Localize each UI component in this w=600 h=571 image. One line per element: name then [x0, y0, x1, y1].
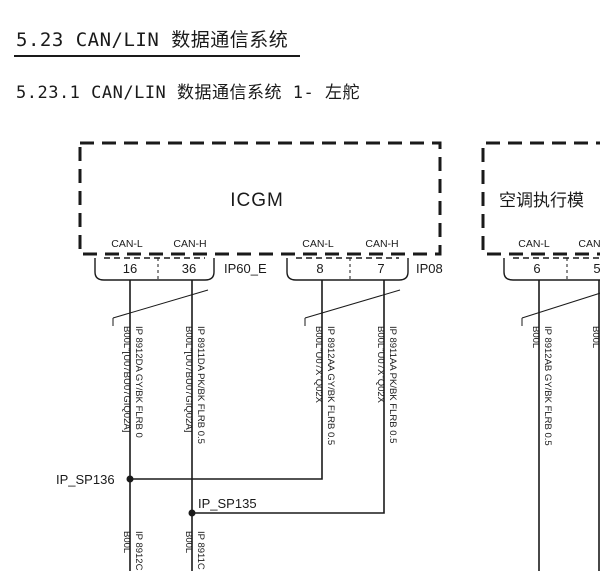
section-subheading: 5.23.1 CAN/LIN 数据通信系统 1- 左舵 — [16, 83, 360, 103]
wire-can-h-7 — [192, 280, 385, 514]
ac-pin-label: CAN-H — [578, 238, 600, 250]
wire-36-circuit: IP 8911DA PK/BK FLRB 0.5 — [195, 326, 206, 444]
connector-ip08-outline — [286, 258, 409, 281]
splice-ip-sp136-label: IP_SP136 — [56, 472, 115, 487]
twist-marker — [304, 289, 401, 319]
icgm-pin-label: CAN-L — [111, 238, 143, 250]
wire-6-circuit: IP 8912AB GY/BK FLRB 0.5 — [542, 326, 553, 446]
heading-underline — [14, 55, 300, 57]
twist-marker — [521, 292, 600, 319]
wire-7-note: B00L"U07X"Q02X — [375, 326, 386, 404]
wire-16-note: B00L"[U07BU07GIQ02A] — [121, 326, 132, 432]
connector-ip60-e-outline — [94, 258, 215, 281]
icgm-pin-label: CAN-L — [302, 238, 334, 250]
pin-number-7: 7 — [377, 261, 384, 276]
wire-bottom-1-circuit: IP 8912C — [133, 531, 144, 571]
icgm-module-outline — [78, 141, 442, 256]
ac-actuator-module-outline — [481, 141, 600, 256]
connector-ip08-name: IP08 — [416, 261, 443, 276]
wire-5-note: B00L — [590, 326, 600, 348]
wire-bottom-1-note: B00L — [121, 531, 132, 553]
ac-actuator-module-title: 空调执行模 — [499, 191, 584, 211]
icgm-pin-label: CAN-H — [173, 238, 206, 250]
pin-number-5: 5 — [593, 261, 600, 276]
wire-6-note: B00L — [530, 326, 541, 348]
wire-7-circuit: IP 8911AA PK/BK FLRB 0.5 — [387, 326, 398, 443]
wire-8-circuit: IP 8912AA GY/BK FLRB 0.5 — [325, 326, 336, 445]
pin-number-16: 16 — [123, 261, 137, 276]
pin-number-36: 36 — [182, 261, 196, 276]
ac-pin-label: CAN-L — [518, 238, 550, 250]
icgm-module-title: ICGM — [230, 190, 284, 211]
wire-16-circuit: IP 8912DA GY/BK FLRB 0 — [133, 326, 144, 438]
connector-ip60-e-name: IP60_E — [224, 261, 267, 276]
twist-marker — [112, 289, 209, 319]
splice-ip-sp135-node — [188, 509, 196, 517]
pin-number-6: 6 — [533, 261, 540, 276]
section-heading: 5.23 CAN/LIN 数据通信系统 — [16, 29, 289, 51]
wire-36-note: B00L"[U07BU07GIQ02A] — [183, 326, 194, 432]
splice-ip-sp135-label: IP_SP135 — [198, 496, 257, 511]
wire-can-l-8 — [130, 280, 323, 480]
connector-ac-outline — [503, 258, 600, 281]
wire-8-note: B00L"U07X"Q02X — [313, 326, 324, 404]
wire-bottom-2-circuit: IP 8911C — [195, 531, 206, 570]
splice-ip-sp136-node — [126, 475, 134, 483]
icgm-pin-label: CAN-H — [365, 238, 398, 250]
wire-bottom-2-note: B00L — [183, 531, 194, 553]
pin-number-8: 8 — [316, 261, 323, 276]
